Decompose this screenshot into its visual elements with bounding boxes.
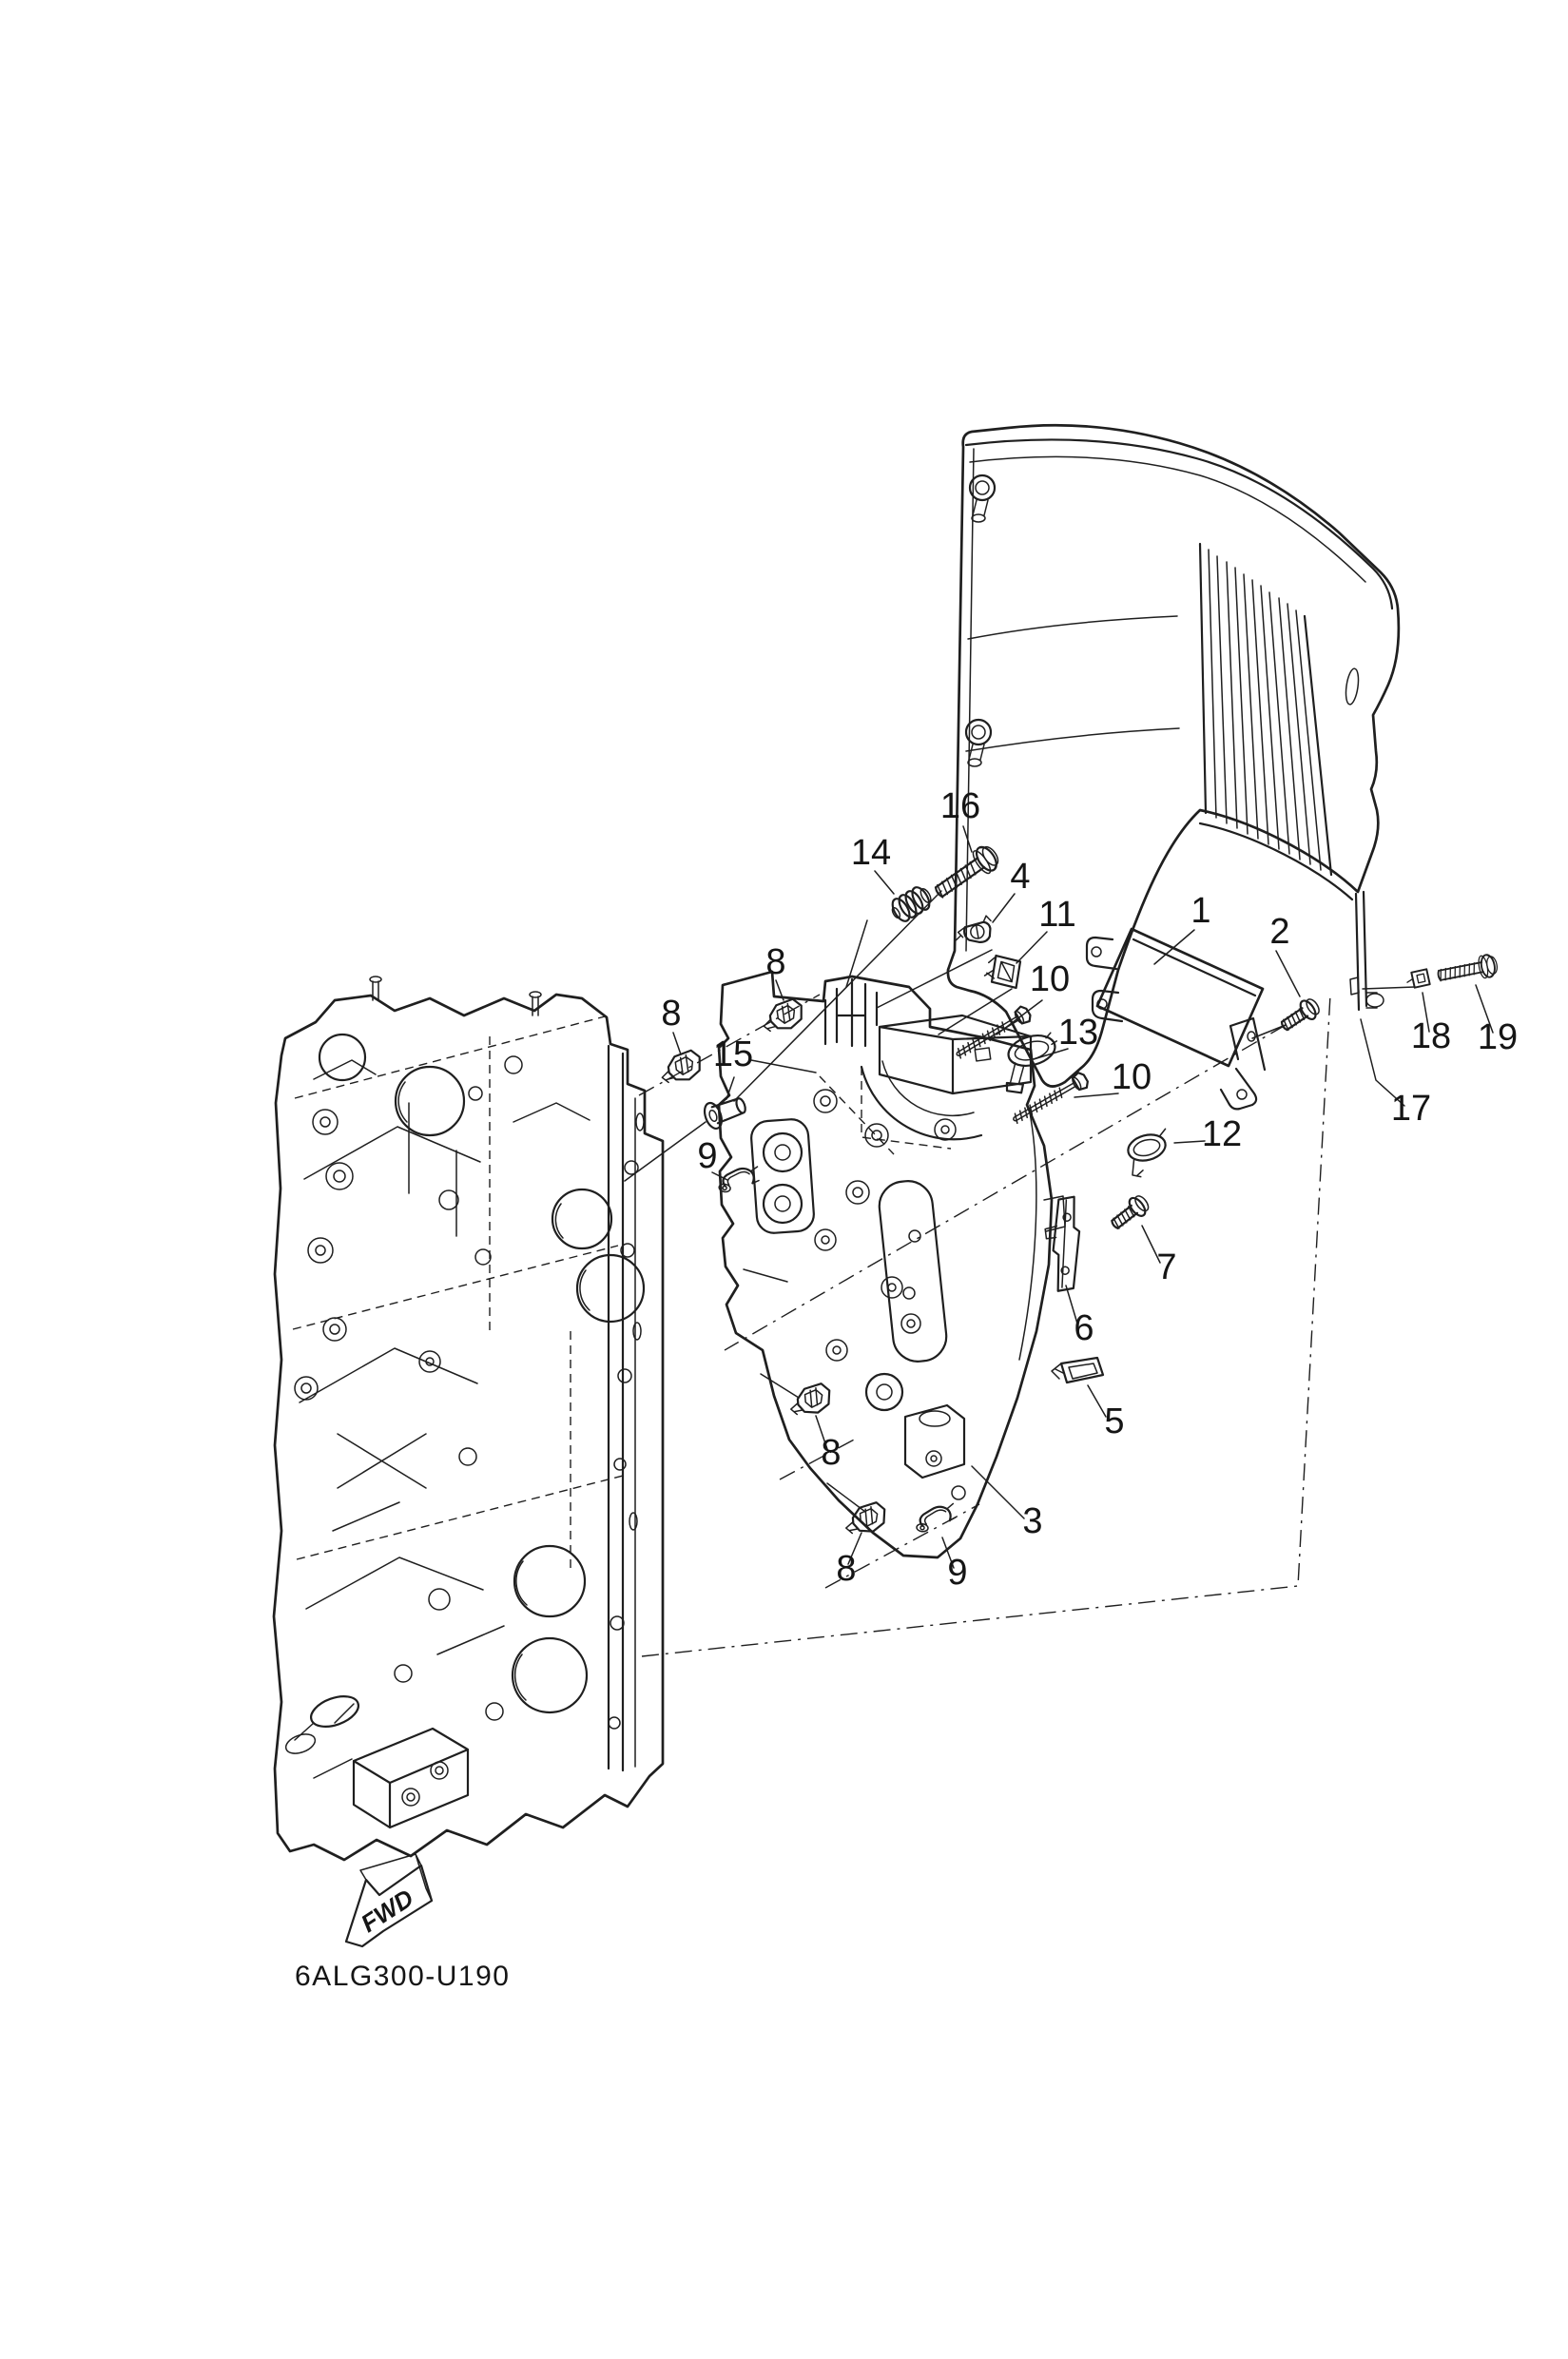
fwd-arrow: FWD xyxy=(344,1853,434,1948)
leader-lines xyxy=(672,825,1494,1569)
part-11-clip xyxy=(982,954,1022,990)
callout-2: 2 xyxy=(1269,912,1289,952)
callout-7: 7 xyxy=(1156,1247,1176,1287)
part-12-clamp xyxy=(1122,1128,1177,1180)
callout-15: 15 xyxy=(713,1034,753,1074)
callout-17: 17 xyxy=(1391,1089,1431,1129)
callout-10b: 10 xyxy=(1112,1057,1152,1097)
callout-10a: 10 xyxy=(1030,959,1070,999)
callout-6: 6 xyxy=(1074,1308,1094,1348)
callout-11: 11 xyxy=(1038,895,1075,935)
part-10-screw-b xyxy=(1008,1070,1092,1129)
callout-3: 3 xyxy=(1022,1501,1042,1541)
part-4-clip xyxy=(951,914,996,948)
callout-8b: 8 xyxy=(661,994,681,1034)
callout-14: 14 xyxy=(851,833,891,873)
callout-9b: 9 xyxy=(947,1553,967,1593)
ecu-module xyxy=(1085,927,1267,1111)
callout-labels: 1 2 3 4 5 6 7 8 8 8 8 9 9 10 10 11 12 13… xyxy=(661,786,1518,1593)
callout-8a: 8 xyxy=(765,942,785,982)
callout-9a: 9 xyxy=(697,1136,717,1176)
part-8-clip-c xyxy=(787,1382,833,1417)
part-5-clip xyxy=(1050,1356,1105,1384)
part-7-screw xyxy=(1106,1190,1153,1235)
part-18-clip xyxy=(1404,968,1431,990)
part-6-bracket xyxy=(1044,1195,1081,1292)
part-8-clip-d xyxy=(842,1500,888,1536)
mounting-bracket xyxy=(717,970,1066,1559)
callout-19: 19 xyxy=(1478,1017,1518,1057)
callout-5: 5 xyxy=(1104,1402,1124,1441)
callout-1: 1 xyxy=(1191,891,1210,931)
callout-4: 4 xyxy=(1010,857,1030,897)
engine-block xyxy=(272,976,665,1862)
callout-16: 16 xyxy=(940,786,980,826)
callout-8d: 8 xyxy=(836,1549,856,1589)
diagram-code: 6ALG300-U190 xyxy=(295,1961,510,1992)
callout-12: 12 xyxy=(1202,1114,1242,1154)
part-8-clip-a xyxy=(759,996,805,1034)
cover-panel xyxy=(946,423,1401,1088)
callout-13: 13 xyxy=(1058,1013,1098,1053)
callout-8c: 8 xyxy=(821,1433,841,1473)
small-parts xyxy=(657,841,1500,1536)
part-9-clamp-b xyxy=(915,1499,958,1536)
callout-18: 18 xyxy=(1411,1016,1451,1056)
part-19-bolt xyxy=(1435,952,1500,988)
part-2-screw xyxy=(1276,994,1324,1037)
